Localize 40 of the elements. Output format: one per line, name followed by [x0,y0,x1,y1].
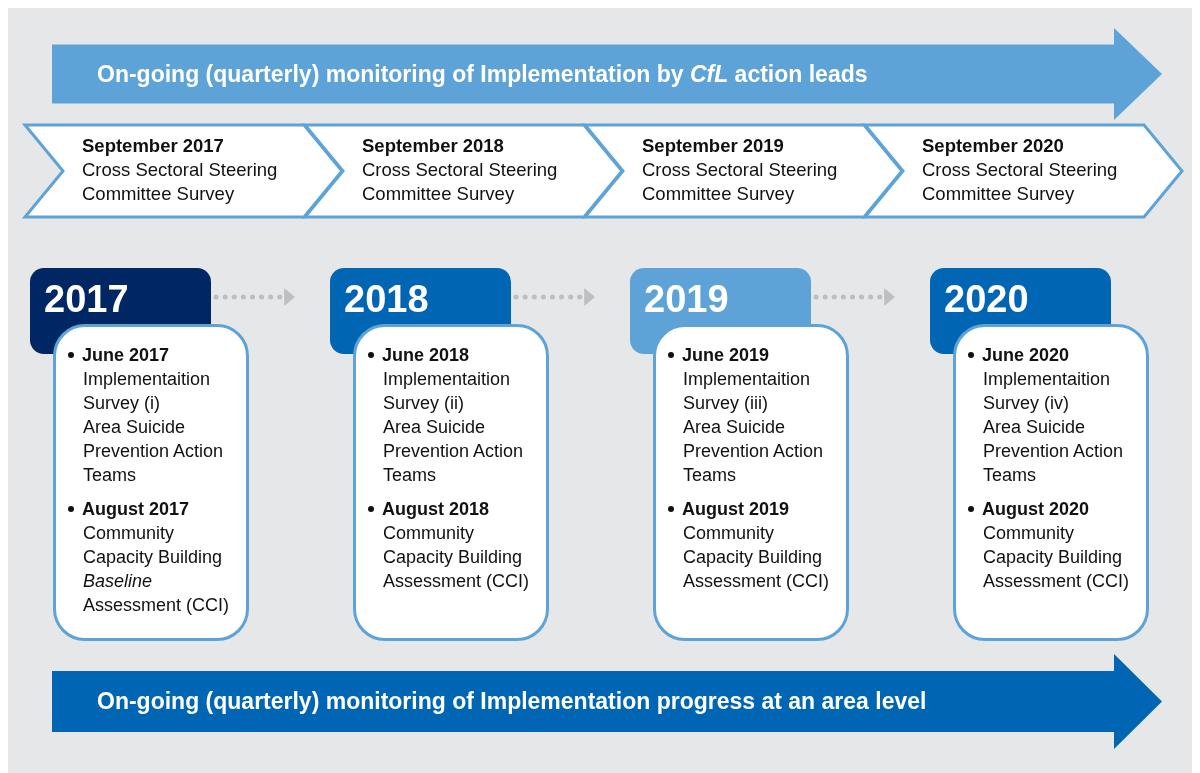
year-label: 2020 [944,277,1029,321]
milestone-text: Community Capacity Building Baseline Assessment (CCI) [82,522,231,617]
milestone-text: Community Capacity Building Assessment (CCI) [982,522,1131,593]
milestone-card [353,324,549,641]
bullet-heading: August 2018 [382,498,490,521]
survey-text: Cross Sectoral Steering Committee Survey [82,158,279,206]
year-label: 2017 [44,277,129,321]
survey-text: Cross Sectoral Steering Committee Survey [922,158,1119,206]
milestone-text: Implementaition Survey (iii) [682,368,812,415]
bullet-heading: June 2020 [982,344,1070,367]
milestone-card [53,324,249,641]
bullet-heading: June 2017 [82,344,170,367]
milestone-text: Implementaition Survey (iv) [982,368,1112,415]
date-heading: September 2017 [82,134,225,158]
milestone-text: Area Suicide Prevention Action Teams [982,416,1125,487]
survey-text: Cross Sectoral Steering Committee Survey [362,158,559,206]
milestone-card [653,324,849,641]
bullet-heading: August 2019 [682,498,790,521]
arrow-band [52,28,1162,120]
band-text: On-going (quarterly) monitoring of Implementation by CfL action leads [97,60,868,88]
bullet-heading: June 2019 [682,344,770,367]
bullet-heading: August 2020 [982,498,1090,521]
milestone-text: Area Suicide Prevention Action Teams [682,416,825,487]
arrow-band [52,654,1162,749]
date-heading: September 2019 [642,134,785,158]
milestone-text: Community Capacity Building Assessment (CCI) [382,522,531,593]
band-text: On-going (quarterly) monitoring of Implementation progress at an area level [97,688,927,715]
milestone-text: Implementaition Survey (ii) [382,368,512,415]
bullet-heading: August 2017 [82,498,190,521]
milestone-text: Area Suicide Prevention Action Teams [82,416,225,487]
date-heading: September 2020 [922,134,1065,158]
survey-text: Cross Sectoral Steering Committee Survey [642,158,839,206]
bullet-heading: June 2018 [382,344,470,367]
milestone-text: Implementaition Survey (i) [82,368,212,415]
year-label: 2019 [644,277,729,321]
milestone-text: Area Suicide Prevention Action Teams [382,416,525,487]
milestone-card [953,324,1149,641]
milestone-text: Community Capacity Building Assessment (CCI) [682,522,831,593]
year-label: 2018 [344,277,429,321]
date-heading: September 2018 [362,134,505,158]
